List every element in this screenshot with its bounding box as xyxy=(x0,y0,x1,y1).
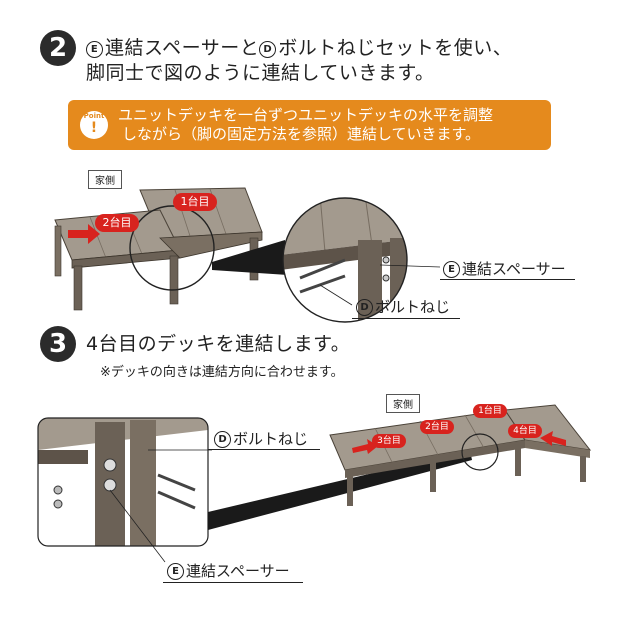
point-line1: ユニットデッキを一台ずつユニットデッキの水平を調整 xyxy=(118,106,494,124)
zoom-connector xyxy=(212,240,288,275)
point-box: Point! ユニットデッキを一台ずつユニットデッキの水平を調整 しながら（脚の… xyxy=(68,100,551,150)
callout-bolt-underline xyxy=(352,318,460,319)
zoom-detail-step3 xyxy=(38,418,208,546)
point-text: ユニットデッキを一台ずつユニットデッキの水平を調整 しながら（脚の固定方法を参照… xyxy=(118,106,548,144)
callout-spacer-underline xyxy=(440,279,575,280)
step2-line2: 脚同士で図のように連結していきます。 xyxy=(86,62,435,84)
callout-bolt-label: ボルトねじ xyxy=(375,298,451,316)
tag-deck-2: 2台目 xyxy=(95,214,139,232)
direction-arrow-3 xyxy=(352,439,378,454)
zoom-connector-2 xyxy=(208,450,472,530)
tag-deck-1: 1台目 xyxy=(173,193,217,211)
direction-arrow-4 xyxy=(540,431,566,446)
tag-deck-1-b: 1台目 xyxy=(473,404,507,418)
step-number-2: 2 xyxy=(40,30,76,66)
callout-bolt-label-2: ボルトねじ xyxy=(233,430,309,448)
callout-e-mark-2: E xyxy=(167,563,184,580)
tag-deck-2-b: 2台目 xyxy=(420,420,454,434)
callout-d-mark: D xyxy=(356,299,373,316)
tag-deck-4: 4台目 xyxy=(508,424,542,438)
callout-spacer-label: 連結スペーサー xyxy=(462,260,566,278)
callout-e-mark: E xyxy=(443,261,460,278)
step3-note: ※デッキの向きは連結方向に合わせます。 xyxy=(100,365,344,380)
tag-deck-3: 3台目 xyxy=(372,434,406,448)
step2-text-a: 連結スペーサーと xyxy=(105,37,260,59)
point-badge-label: Point xyxy=(83,112,105,120)
house-side-label: 家側 xyxy=(88,170,122,189)
deck-diagram-step2 xyxy=(54,187,441,323)
house-side-label-2: 家側 xyxy=(386,394,420,413)
step-number-3: 3 xyxy=(40,326,76,362)
point-line2: しながら（脚の固定方法を参照）連結していきます。 xyxy=(122,125,481,143)
part-d-mark: D xyxy=(259,41,277,58)
callout-spacer-underline-2 xyxy=(163,582,303,583)
callout-d-mark-2: D xyxy=(214,431,231,448)
callout-spacer-label-2: 連結スペーサー xyxy=(186,562,290,580)
step2-text-b: ボルトねじセットを使い、 xyxy=(278,37,513,59)
step3-title: 4台目のデッキを連結します。 xyxy=(86,333,351,355)
callout-bolt-underline-2 xyxy=(208,449,320,450)
direction-arrow xyxy=(68,224,100,244)
magnifier-circle xyxy=(129,205,215,291)
deck-diagram-step3 xyxy=(37,404,592,563)
point-icon: Point! xyxy=(80,111,108,139)
part-e-mark: E xyxy=(86,41,103,58)
